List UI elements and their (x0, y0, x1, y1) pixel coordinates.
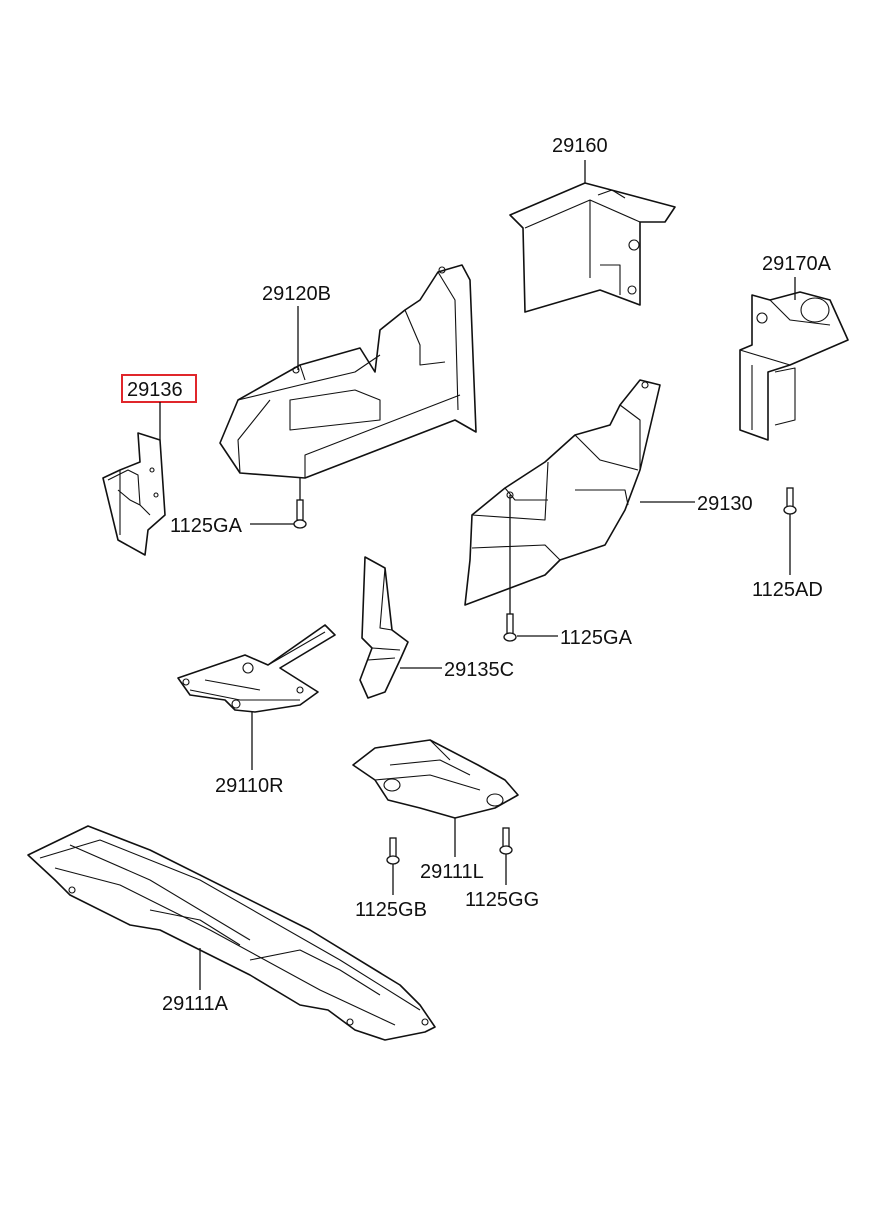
part-29111A-drawing (27, 825, 436, 1041)
label-1125GA-lower: 1125GA (560, 627, 633, 649)
label-29135C: 29135C (444, 659, 514, 681)
part-29170A-drawing (739, 291, 849, 441)
bolt-1125AD (783, 487, 797, 515)
label-29111L: 29111L (420, 861, 484, 883)
label-29110R: 29110R (215, 775, 284, 797)
label-1125GG: 1125GG (465, 889, 539, 911)
label-29120B: 29120B (262, 283, 331, 305)
label-29130: 29130 (697, 493, 753, 515)
part-29120B-drawing (219, 264, 477, 479)
label-29160: 29160 (552, 135, 608, 157)
label-1125GA-upper: 1125GA (170, 515, 243, 537)
part-29160-drawing (509, 182, 676, 313)
label-1125AD: 1125AD (752, 579, 823, 601)
label-29136: 29136 (127, 379, 183, 401)
part-29136-drawing (102, 432, 166, 556)
bolt-1125GB (386, 837, 400, 865)
label-29170A: 29170A (762, 253, 832, 275)
part-29130-drawing (464, 379, 661, 606)
bolt-1125GA-lower (503, 495, 517, 642)
label-1125GB: 1125GB (355, 899, 427, 921)
part-29110R-drawing (177, 624, 336, 713)
bolt-1125GG (499, 827, 513, 855)
part-29135C-drawing (359, 556, 409, 699)
part-29111L-drawing (352, 739, 519, 819)
highlight-box-29136 (121, 374, 197, 403)
bolt-1125GA-upper (293, 478, 307, 529)
label-29111A: 29111A (162, 993, 229, 1015)
